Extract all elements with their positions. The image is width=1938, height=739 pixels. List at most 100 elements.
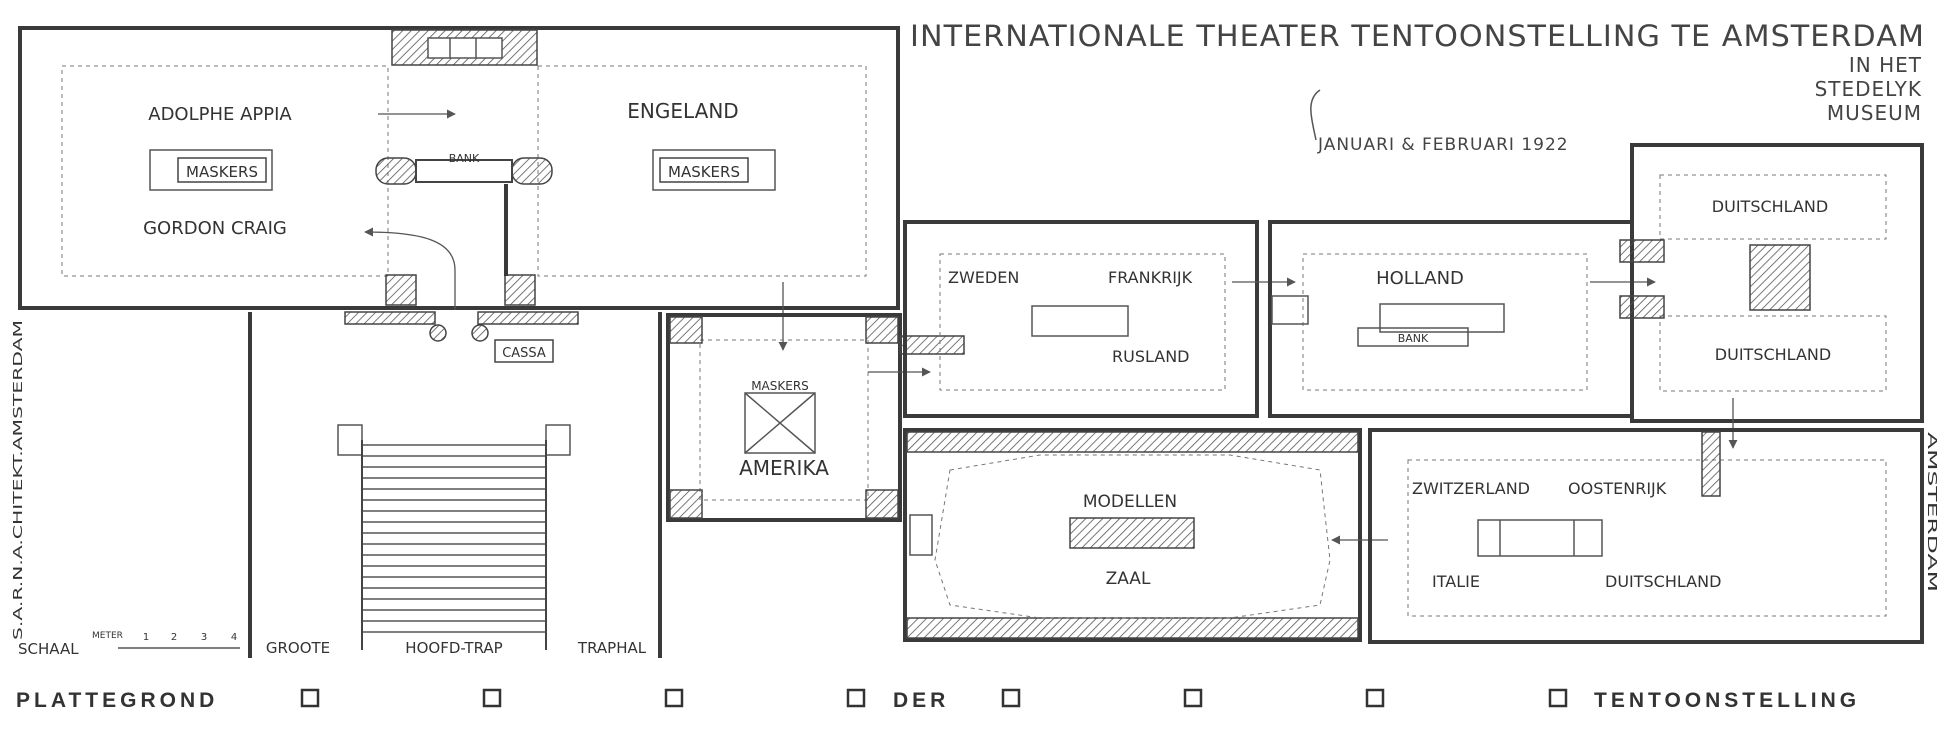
scale-tick-3: 3 (201, 632, 207, 643)
duitschland-door-top (1619, 239, 1665, 263)
modellen-table (1069, 517, 1195, 549)
label-italie: ITALIE (1432, 572, 1480, 591)
entrance-counter-right (477, 311, 579, 325)
amerika-door (899, 335, 965, 355)
amerika-corner-br (865, 489, 899, 519)
room-amerika (666, 313, 902, 522)
label-frankrijk: FRANKRIJK (1108, 268, 1193, 287)
entrance-post-left (429, 324, 447, 342)
maskers-case-left-inner (177, 157, 267, 183)
footer-der: DER (893, 689, 949, 712)
amerika-corner-tr (865, 316, 899, 344)
room-zweden (903, 220, 1259, 418)
cassa-booth (494, 339, 554, 363)
label-bank-hall: BANK (449, 152, 480, 165)
label-holland: HOLLAND (1376, 268, 1464, 289)
bank-right-end (511, 157, 553, 185)
label-rusland: RUSLAND (1112, 347, 1190, 366)
scale-tick-4: 4 (231, 632, 237, 643)
label-duitschland-top: DUITSCHLAND (1712, 197, 1828, 216)
footer-square-ornament (300, 688, 320, 708)
zaal-bottom-band (906, 617, 1359, 639)
zweden-table (1031, 305, 1129, 337)
hall-inner-outline-left (61, 65, 389, 277)
title-museum: MUSEUM (1827, 101, 1922, 125)
room-duitschland-inner-bottom (1659, 315, 1887, 392)
label-duitschland-bottom: DUITSCHLAND (1715, 345, 1831, 364)
room-zwitzerland-inner (1407, 459, 1887, 617)
duitschland-pillar (1749, 244, 1811, 311)
hall-top-window (427, 37, 503, 59)
label-duitschland-lower: DUITSCHLAND (1605, 572, 1721, 591)
label-amerika: AMERIKA (739, 456, 829, 480)
label-cassa: CASSA (502, 346, 546, 361)
maskers-vitrine-amerika (744, 392, 816, 454)
duitschland-door-bottom (1619, 295, 1665, 319)
room-modellen-zaal (903, 428, 1362, 642)
label-oostenrijk: OOSTENRIJK (1568, 479, 1667, 498)
entrance-counter-left (344, 311, 436, 325)
footer-square-ornament (1001, 688, 1021, 708)
maskers-case-right-inner (659, 157, 749, 183)
right-vertical-text: AMSTERDAM (1925, 432, 1938, 592)
label-scale-unit: METER (92, 631, 123, 641)
holland-door-jamb (1271, 295, 1309, 325)
entrance-post-right (471, 324, 489, 342)
footer-square-ornament (482, 688, 502, 708)
label-maskers-amerika: MASKERS (751, 379, 809, 393)
footer-square-ornament (664, 688, 684, 708)
footer-plattegrond: PLATTEGROND (16, 689, 218, 712)
scale-tick-2: 2 (171, 632, 177, 643)
label-zwitzerland: ZWITZERLAND (1412, 479, 1530, 498)
bank-hall (415, 159, 513, 183)
bank-left-end (375, 157, 417, 185)
label-zweden: ZWEDEN (948, 268, 1019, 287)
title-stedelyk: STEDELYK (1815, 77, 1922, 101)
footer-square-ornament (846, 688, 866, 708)
label-scale: SCHAAL (18, 640, 79, 658)
zaal-side-niche (909, 514, 933, 556)
label-gordon-craig: GORDON CRAIG (143, 218, 287, 239)
label-traphal: TRAPHAL (577, 639, 647, 657)
footer-square-ornament (1183, 688, 1203, 708)
room-amerika-inner (699, 339, 869, 501)
room-duitschland-inner-top (1659, 174, 1887, 240)
room-holland (1268, 220, 1634, 418)
hall-door-pier-right (504, 274, 536, 306)
exhibition-title: INTERNATIONALE THEATER TENTOONSTELLING T… (910, 19, 1925, 53)
stair-post-left (337, 424, 363, 456)
footer-square-ornament (1365, 688, 1385, 708)
zaal-octagon (934, 454, 1331, 619)
holland-table (1379, 303, 1505, 333)
room-holland-inner (1302, 253, 1588, 391)
room-zwitzerland (1368, 428, 1924, 644)
room-duitschland-right (1630, 143, 1924, 423)
amerika-corner-bl (669, 489, 703, 519)
date-bracket (1310, 89, 1321, 141)
stair-post-right (545, 424, 571, 456)
label-maskers-left: MASKERS (186, 163, 258, 181)
zwitzerland-table (1477, 519, 1603, 557)
exhibition-date: JANUARI & FEBRUARI 1922 (1317, 135, 1569, 155)
hall-door-pier-left (385, 274, 417, 306)
label-bank-holland: BANK (1398, 332, 1429, 345)
hall-appia-engeland (18, 26, 900, 310)
label-adolphe-appia: ADOLPHE APPIA (148, 104, 292, 125)
holland-bank (1357, 327, 1469, 347)
footer-square-ornament (1548, 688, 1568, 708)
room-zweden-inner (939, 253, 1226, 391)
label-engeland: ENGELAND (627, 99, 738, 123)
zaal-top-band (906, 431, 1359, 453)
title-in-het: IN HET (1849, 53, 1922, 77)
footer-ornaments (300, 688, 1568, 708)
flow-arrow-craig (364, 227, 456, 310)
label-modellen: MODELLEN (1083, 492, 1177, 512)
scale-tick-1: 1 (143, 632, 149, 643)
label-maskers-right: MASKERS (668, 163, 740, 181)
label-zaal: ZAAL (1106, 569, 1151, 589)
label-hoofd-trap: HOOFD-TRAP (405, 639, 502, 657)
main-staircase (361, 440, 547, 650)
architect-signature: S.A.R.N.A.CHITEKT.AMSTERDAM (11, 320, 25, 640)
label-groote: GROOTE (266, 639, 330, 657)
